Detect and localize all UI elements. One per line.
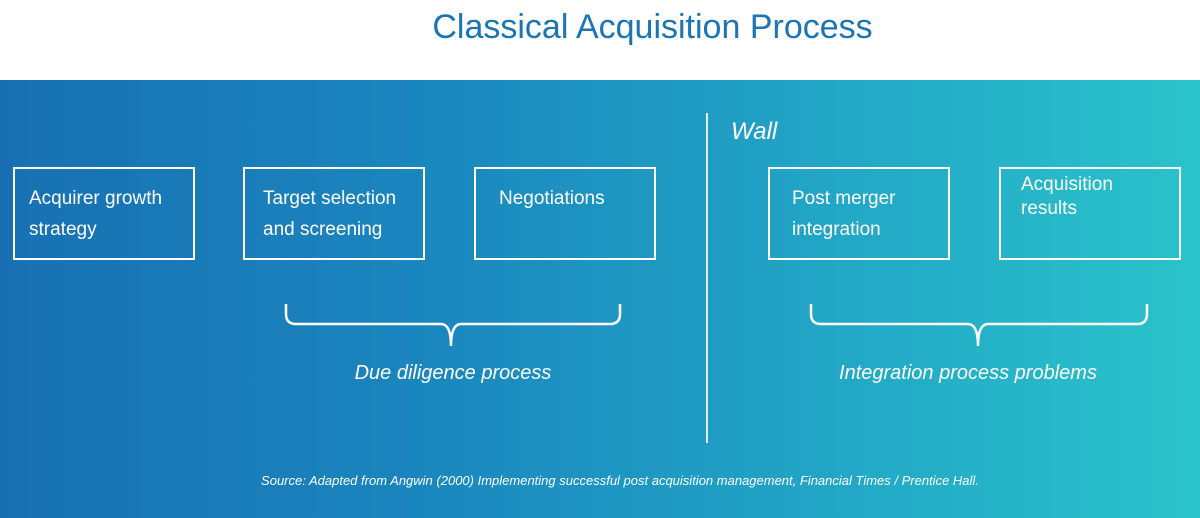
step-acquisition-results: Acquisition results bbox=[999, 167, 1181, 260]
diagram-panel: Acquirer growth strategy Target selectio… bbox=[0, 80, 1200, 518]
step-post-merger-integration: Post merger integration bbox=[768, 167, 950, 260]
step-label: Post merger integration bbox=[792, 188, 896, 240]
step-label: Acquirer growth strategy bbox=[29, 188, 163, 240]
wall-divider bbox=[706, 113, 708, 443]
integration-brace bbox=[809, 304, 1149, 347]
due-diligence-brace bbox=[284, 304, 622, 347]
step-label: Acquisition results bbox=[1021, 174, 1113, 219]
step-negotiations: Negotiations bbox=[474, 167, 656, 260]
step-acquirer-growth-strategy: Acquirer growth strategy bbox=[13, 167, 195, 260]
step-label: Target selection and screening bbox=[263, 188, 397, 240]
integration-label: Integration process problems bbox=[839, 362, 1097, 384]
wall-label: Wall bbox=[731, 118, 778, 145]
due-diligence-label: Due diligence process bbox=[354, 362, 552, 384]
page-title: Classical Acquisition Process bbox=[432, 8, 873, 46]
source-note: Source: Adapted from Angwin (2000) Imple… bbox=[261, 473, 979, 488]
step-label: Negotiations bbox=[499, 188, 605, 209]
step-target-selection: Target selection and screening bbox=[243, 167, 425, 260]
